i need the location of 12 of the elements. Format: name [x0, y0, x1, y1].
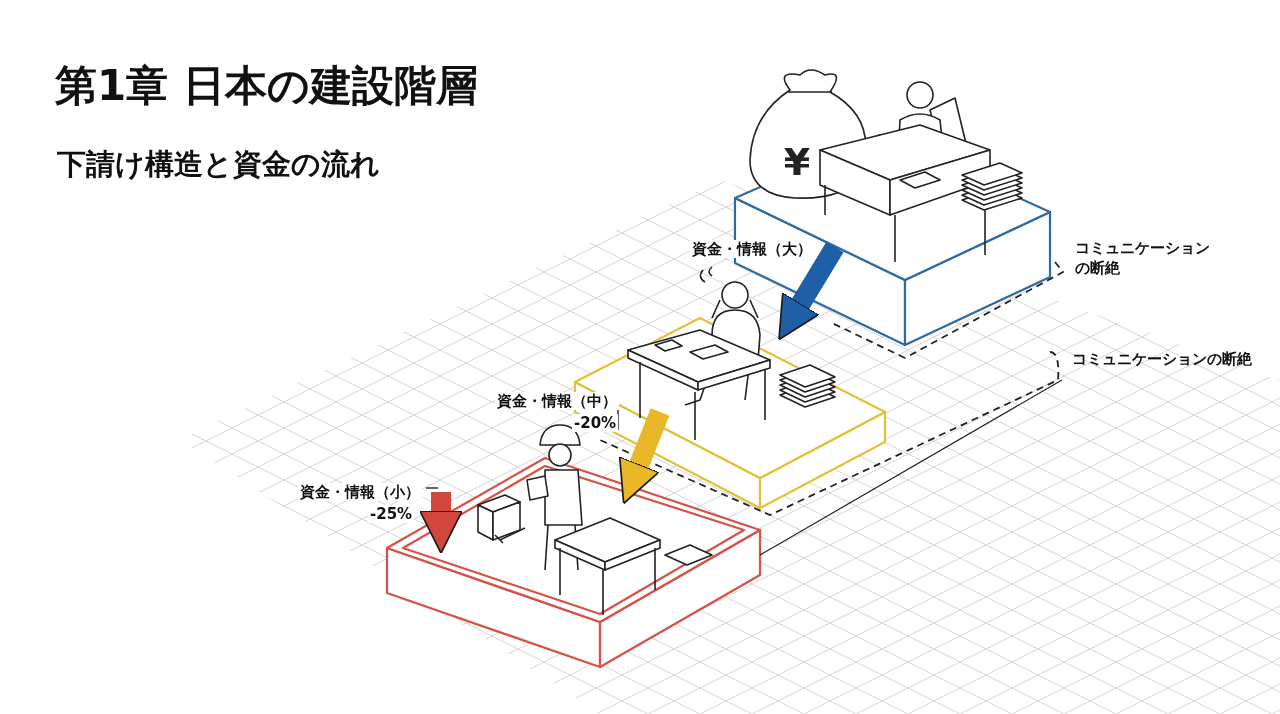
subtitle: 下請け構造と資金の流れ	[57, 146, 380, 183]
percentage-label: -20%	[572, 414, 619, 432]
arrow	[419, 492, 463, 555]
arrow	[618, 408, 670, 505]
edge-label: 資金・情報（中）	[495, 392, 619, 410]
percentage-label: -25%	[368, 505, 415, 523]
yen-sign: ¥	[783, 140, 811, 184]
note-text: コミュニケーションの断絶	[1072, 350, 1252, 369]
edge-label: 資金・情報（小）	[298, 483, 422, 501]
note-text: コミュニケーションの断絶	[1075, 238, 1211, 279]
title: 第1章 日本の建設階層	[55, 60, 478, 112]
arrow	[778, 241, 844, 341]
